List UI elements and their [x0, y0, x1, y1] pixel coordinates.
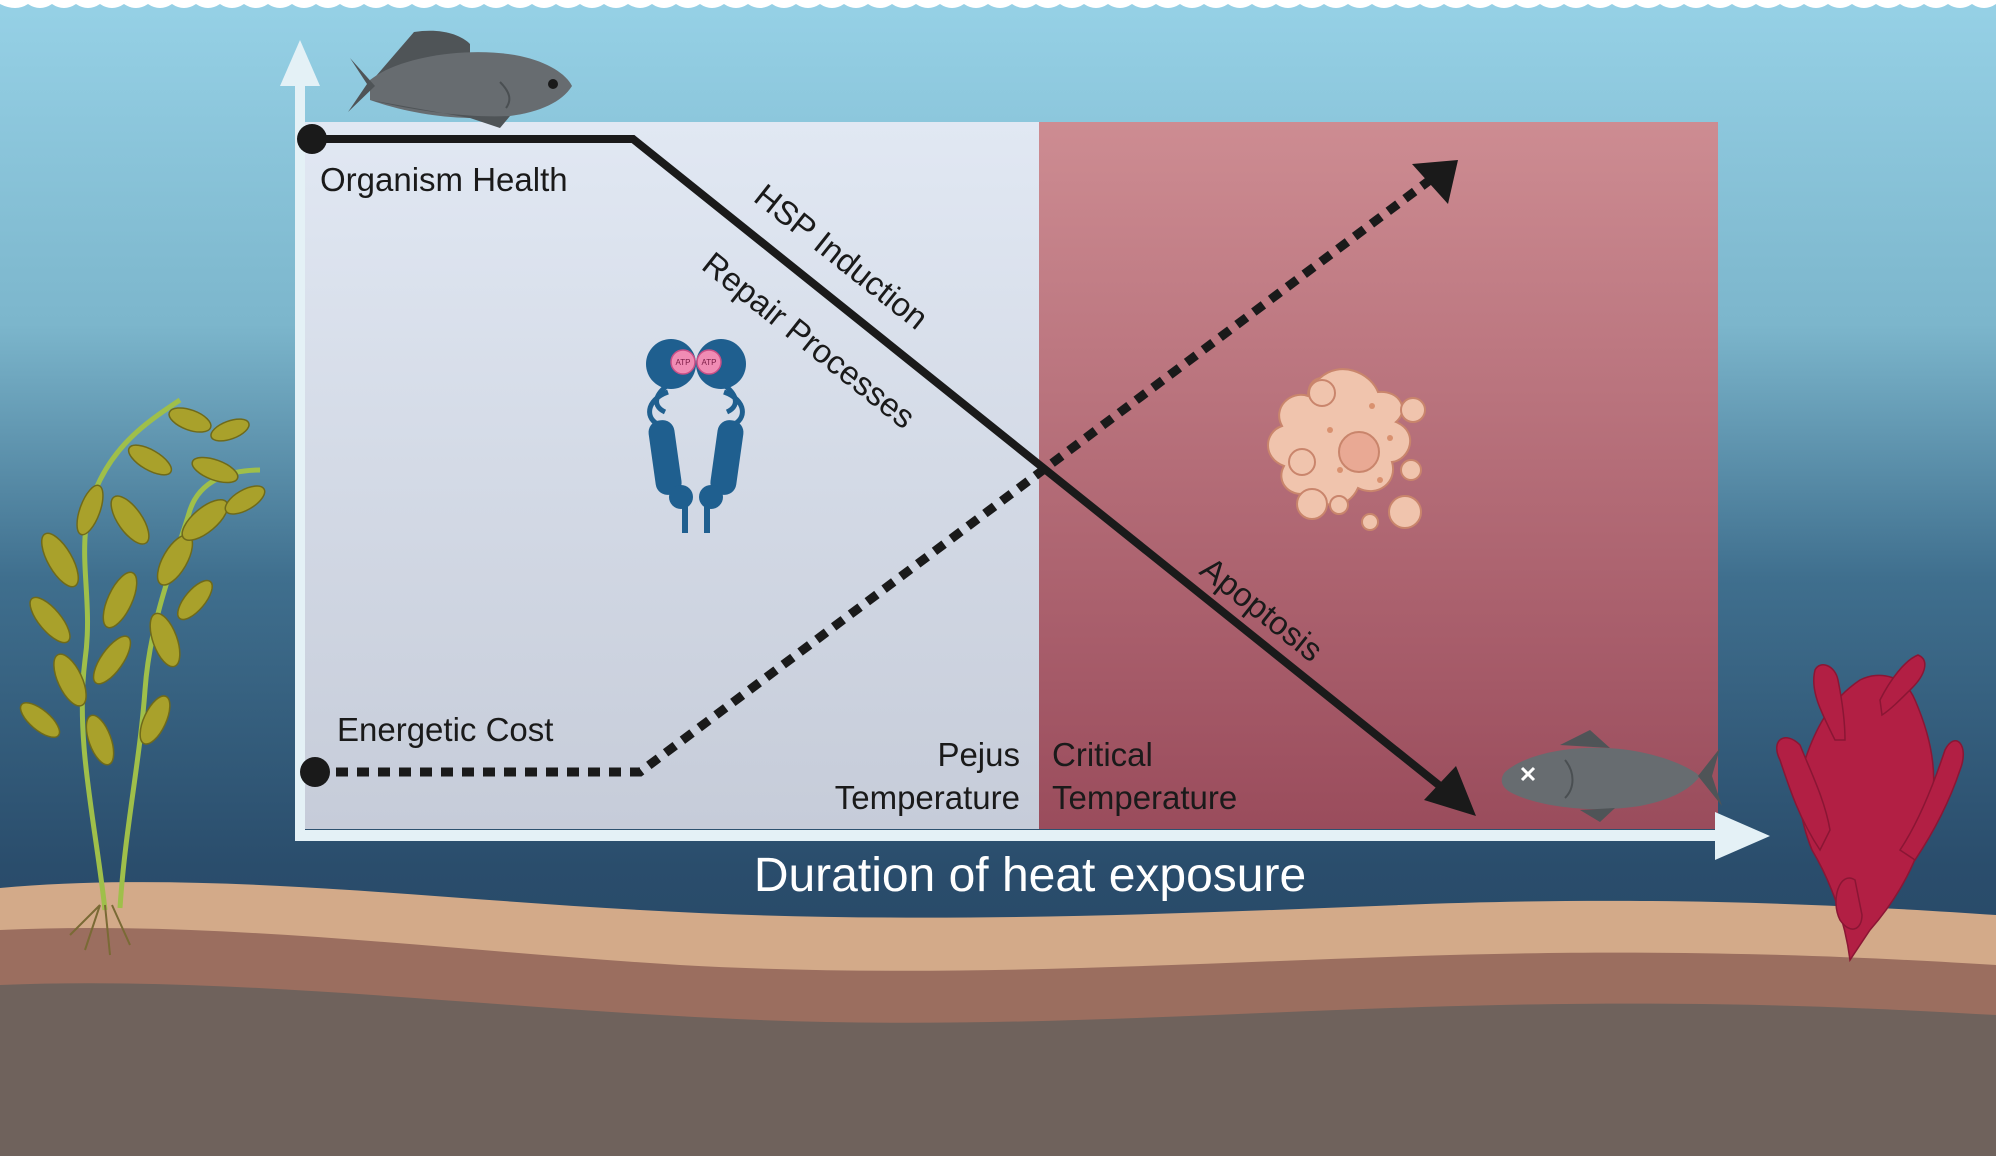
atp-left-label: ATP: [676, 358, 691, 367]
critical-label-line2: Temperature: [1052, 779, 1237, 816]
water-surface: [0, 0, 1996, 8]
pejus-label-line1: Pejus: [937, 736, 1020, 773]
fish-icon: [348, 30, 572, 128]
hsp-protein-icon: ATP ATP: [646, 339, 746, 533]
rock-layer: [0, 983, 1996, 1156]
organism-health-curve: [297, 124, 1476, 816]
x-axis-label: Duration of heat exposure: [754, 849, 1306, 902]
energetic-cost-curve: [300, 160, 1458, 787]
seabed: [0, 882, 1996, 1156]
apoptotic-cell-icon: [1267, 368, 1426, 531]
energetic-cost-label: Energetic Cost: [337, 711, 553, 748]
atp-right-label: ATP: [702, 358, 717, 367]
y-axis: [280, 40, 320, 840]
kelp-icon: [19, 397, 266, 956]
organism-health-label: Organism Health: [320, 161, 568, 198]
critical-label-line1: Critical: [1052, 736, 1153, 773]
pejus-label-line2: Temperature: [835, 779, 1020, 816]
red-algae-icon: [1776, 654, 1965, 963]
dead-fish-icon: [1501, 730, 1722, 822]
x-axis: [295, 812, 1770, 860]
